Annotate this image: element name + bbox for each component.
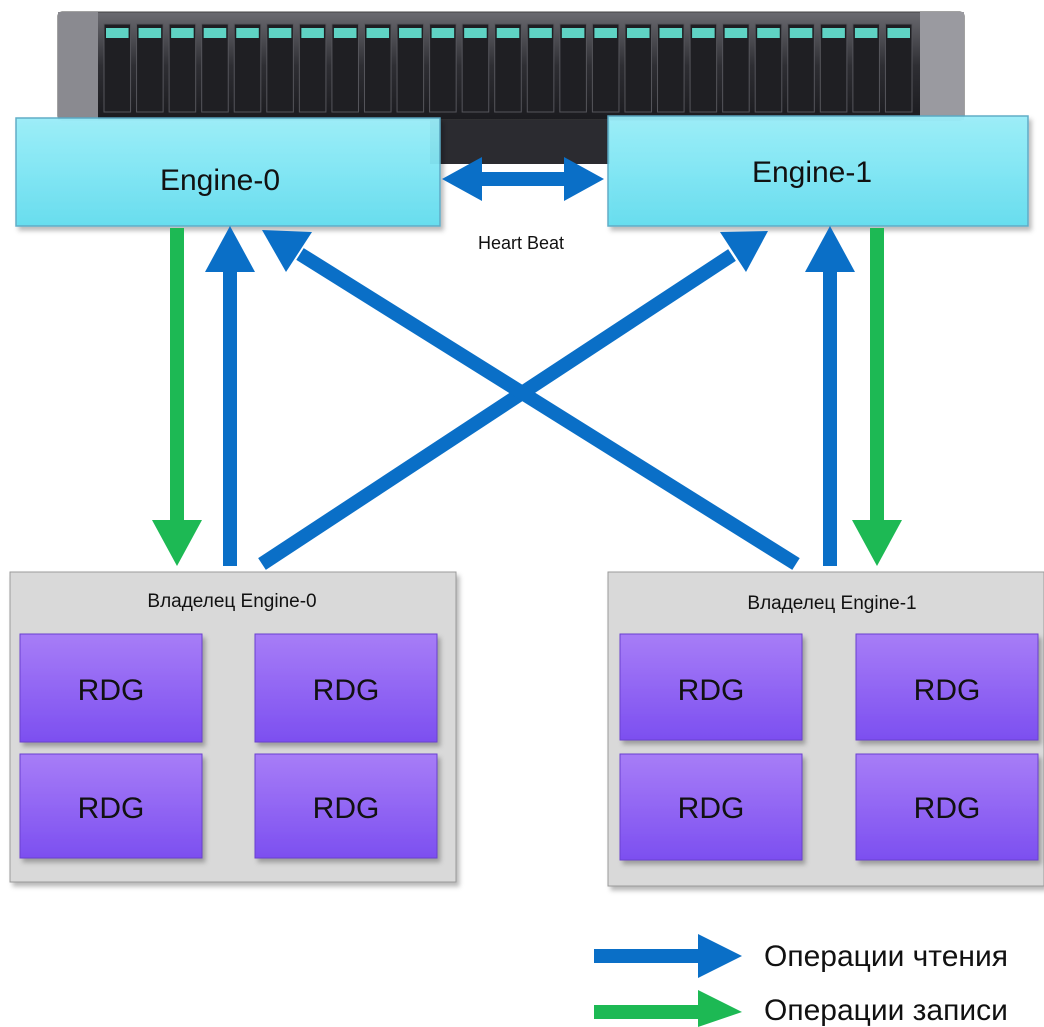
- engine-1-box: [607, 115, 1029, 227]
- drive-bay-led: [268, 28, 292, 38]
- drive-bay-led: [138, 28, 162, 38]
- legend-write-label: Операции записи: [764, 994, 1008, 1027]
- rdg-box: [19, 633, 203, 743]
- storage-chassis-image: [57, 11, 965, 164]
- drive-bay-led: [301, 28, 324, 38]
- drive-bay: [201, 23, 229, 113]
- rdg-box: [254, 633, 438, 743]
- drive-bay: [233, 23, 262, 113]
- drive-bay-led: [399, 28, 422, 38]
- drive-bay: [494, 23, 522, 113]
- drive-bay-led: [854, 28, 878, 38]
- drive-bay-led: [561, 28, 585, 38]
- rdg-box: [19, 753, 203, 859]
- drive-bay: [787, 23, 815, 113]
- drive-bay: [559, 23, 587, 113]
- drive-bay-led: [171, 28, 194, 38]
- rdg-label: RDG: [678, 792, 745, 825]
- rdg-box: [855, 633, 1039, 741]
- engine-0-box: [15, 117, 441, 227]
- drive-bay-led: [659, 28, 683, 38]
- drive-bay-led: [366, 28, 390, 38]
- drive-bay-led: [822, 28, 845, 38]
- drive-bay-led: [789, 28, 813, 38]
- drive-bay-led: [333, 28, 357, 38]
- drive-bay: [689, 23, 718, 113]
- drive-bay: [754, 23, 783, 113]
- legend-write-arrow-icon: [594, 990, 742, 1027]
- rdg-label: RDG: [313, 674, 380, 707]
- drive-bay: [461, 23, 490, 113]
- drive-bay: [884, 23, 913, 113]
- rdg-label: RDG: [78, 674, 145, 707]
- owner-group-engine-1-label: Владелец Engine-1: [747, 593, 916, 614]
- drive-bay: [396, 23, 425, 113]
- rdg-label: RDG: [914, 792, 981, 825]
- engine-1-label: Engine-1: [752, 156, 872, 189]
- drive-bay-led: [724, 28, 748, 38]
- drive-bay: [168, 23, 197, 113]
- drive-bay-led: [496, 28, 520, 38]
- rdg-box: [855, 753, 1039, 861]
- drive-bay-led: [464, 28, 487, 38]
- legend-read-arrow-icon: [594, 934, 742, 978]
- rdg-box: [619, 753, 803, 861]
- write-arrow-engine-0: [152, 228, 202, 566]
- heartbeat-arrow: [442, 157, 604, 201]
- drive-bay: [591, 23, 620, 113]
- legend: Операции чтения Операции записи: [594, 934, 1008, 1027]
- drive-bay-led: [106, 28, 129, 38]
- legend-read-label: Операции чтения: [764, 940, 1008, 973]
- rdg-label: RDG: [678, 674, 745, 707]
- drive-bay: [429, 23, 457, 113]
- owner-group-engine-0-label: Владелец Engine-0: [147, 591, 316, 612]
- drive-bay: [266, 23, 294, 113]
- rdg-box: [254, 753, 438, 859]
- rdg-label: RDG: [914, 674, 981, 707]
- drive-bay: [103, 23, 132, 113]
- drive-bay: [331, 23, 359, 113]
- rdg-box: [619, 633, 803, 741]
- drive-bay: [852, 23, 880, 113]
- read-arrow-owner1-to-engine1: [805, 226, 855, 566]
- drive-bay-led: [594, 28, 617, 38]
- drive-bay-led: [887, 28, 910, 38]
- drive-bay: [526, 23, 555, 113]
- drive-bay: [624, 23, 653, 113]
- rdg-label: RDG: [313, 792, 380, 825]
- drive-bay-led: [203, 28, 227, 38]
- engine-0-label: Engine-0: [160, 164, 280, 197]
- drive-bay: [657, 23, 685, 113]
- drive-bay: [722, 23, 750, 113]
- heartbeat-label: Heart Beat: [478, 233, 564, 253]
- drive-bay: [298, 23, 327, 113]
- drive-bay-led: [431, 28, 455, 38]
- rdg-label: RDG: [78, 792, 145, 825]
- read-arrow-owner0-to-engine1: [258, 231, 768, 570]
- drive-bay-led: [529, 28, 552, 38]
- drive-bay: [136, 23, 164, 113]
- read-arrow-owner1-to-engine0: [262, 230, 800, 570]
- drive-bay-led: [757, 28, 780, 38]
- write-arrow-engine-1: [852, 228, 902, 566]
- drive-bay-led: [692, 28, 715, 38]
- drive-bay: [363, 23, 392, 113]
- drive-bays: [103, 23, 913, 113]
- drive-bay-led: [236, 28, 259, 38]
- read-arrow-owner0-to-engine0: [205, 226, 255, 566]
- drive-bay-led: [626, 28, 650, 38]
- drive-bay: [819, 23, 848, 113]
